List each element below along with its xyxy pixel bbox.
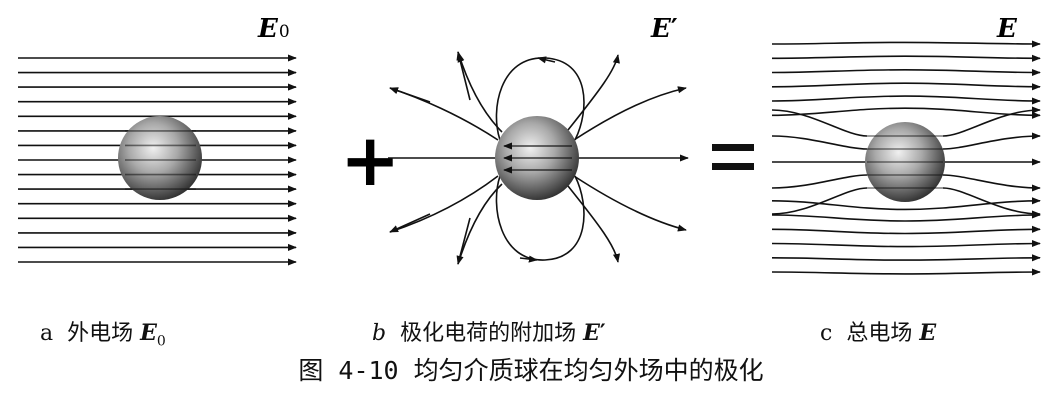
total-field-line-entry [771, 174, 868, 189]
radial-line-arrow [456, 217, 471, 265]
equals-operator [712, 144, 754, 170]
panel-b-caption-text: 极化电荷的附加场 [400, 321, 577, 346]
radial-line-arrow [457, 53, 465, 63]
panel-c-letter: c [820, 321, 833, 346]
panel-a-caption: a 外电场 E0 [40, 315, 166, 349]
total-field-line [771, 68, 1041, 77]
radial-line-arrow [389, 87, 431, 103]
panel-b-inner-field-lines [503, 142, 572, 174]
radial-line [567, 185, 621, 263]
total-field-line-entry [771, 187, 868, 215]
total-field-line [771, 197, 1041, 211]
panel-b-caption: b 极化电荷的附加场 E′ [372, 315, 606, 347]
total-field-line [771, 82, 1041, 91]
total-field-line [771, 254, 1041, 262]
radial-line [457, 51, 503, 133]
total-field-line-exit [942, 187, 1041, 218]
panel-a-caption-symbol: E0 [140, 320, 166, 350]
panel-a-field-lines-over-sphere [125, 130, 196, 190]
panel-a-caption-text: 外电场 [67, 321, 134, 346]
panel-b-field-symbol: E′ [650, 14, 678, 44]
lower-loop-arrow [519, 255, 538, 263]
panel-a-sphere [118, 116, 202, 200]
total-field-line-exit [942, 174, 1041, 192]
panel-a-field-symbol: E0 [257, 14, 290, 44]
panel-c-inner-field-lines [867, 135, 943, 189]
total-field-line [771, 40, 1041, 48]
radial-line-arrow [389, 213, 431, 233]
panel-c-total-field: E [771, 14, 1041, 276]
panel-a-uniform-field: E0 [18, 14, 297, 266]
radial-line [573, 175, 687, 232]
radial-line [457, 183, 503, 265]
total-field-line [771, 268, 1041, 276]
total-field-line [771, 54, 1041, 62]
upper-loop-arrow [537, 56, 556, 64]
figure-title: 图 4-10 均匀介质球在均匀外场中的极化 [298, 356, 764, 385]
total-field-line-exit [942, 132, 1041, 150]
total-field-line [771, 95, 1041, 105]
panel-b-caption-symbol: E′ [583, 320, 606, 346]
panel-c-caption-symbol: E [919, 320, 937, 346]
total-field-line-entry [771, 135, 868, 150]
total-field-line-entry [771, 109, 868, 137]
panel-c-field-lines [771, 40, 1041, 276]
panel-c-caption: c 总电场 E [820, 315, 936, 347]
radial-line-arrow [456, 51, 471, 101]
panel-c-field-symbol: E [996, 14, 1018, 44]
lower-loop-line [495, 175, 585, 261]
radial-line [573, 86, 687, 141]
total-field-line [771, 239, 1041, 248]
total-field-line-exit [942, 106, 1041, 137]
panel-a-letter: a [40, 321, 54, 346]
total-field-line [771, 225, 1041, 235]
panel-b-polarization-field: E′ [388, 14, 689, 265]
radial-line [567, 54, 620, 131]
plus-operator: + [340, 118, 400, 202]
radial-line [389, 175, 499, 233]
panel-c-caption-text: 总电场 [846, 321, 913, 346]
total-field-line [771, 107, 1041, 119]
panel-b-letter: b [372, 321, 387, 346]
total-field-line [771, 211, 1041, 222]
